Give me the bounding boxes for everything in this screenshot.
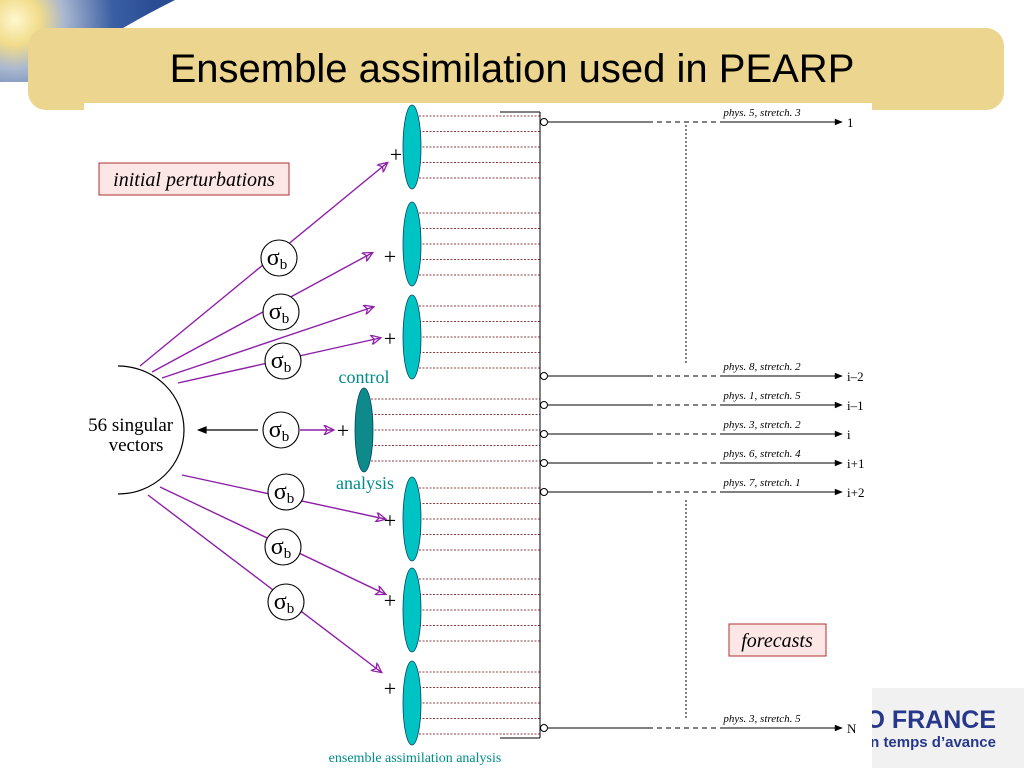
sigma-b-label: σb bbox=[269, 417, 289, 445]
member-index-label: N bbox=[847, 721, 857, 736]
plus-sign: + bbox=[384, 244, 396, 269]
sigma-circle bbox=[267, 583, 305, 621]
sigma-b-label: σb bbox=[271, 348, 291, 376]
sigma-circle bbox=[262, 411, 300, 449]
perturbed-ellipse bbox=[402, 201, 422, 287]
perturbed-ellipse bbox=[402, 104, 422, 190]
plus-sign: + bbox=[384, 676, 396, 701]
member-node bbox=[540, 372, 548, 380]
sigma-circle bbox=[264, 342, 302, 380]
member-node bbox=[540, 459, 548, 467]
control-label: control bbox=[339, 367, 390, 387]
member-node bbox=[540, 401, 548, 409]
initial-perturbations-label: initial perturbations bbox=[113, 169, 275, 191]
logo-main-text: O FRANCE bbox=[865, 706, 996, 734]
member-index-label: 1 bbox=[847, 115, 854, 130]
hatch-lines bbox=[364, 115, 540, 735]
perturbed-ellipse bbox=[402, 476, 422, 562]
member-index-label: i+1 bbox=[847, 456, 864, 471]
member-node bbox=[540, 118, 548, 126]
member-physics-label: phys. 8, stretch. 2 bbox=[722, 361, 801, 373]
member-physics-label: phys. 3, stretch. 5 bbox=[722, 713, 801, 725]
member-index-label: i–2 bbox=[847, 369, 864, 384]
slide-title: Ensemble assimilation used in PEARP bbox=[169, 47, 855, 91]
perturbation-arrow bbox=[161, 307, 373, 379]
member-physics-label: phys. 3, stretch. 2 bbox=[722, 419, 801, 431]
member-physics-label: phys. 1, stretch. 5 bbox=[722, 390, 801, 402]
plus-sign: + bbox=[384, 326, 396, 351]
member-node bbox=[540, 430, 548, 438]
sigma-b-label: σb bbox=[274, 589, 294, 617]
sigma-nodes: σb σb σb σb σb σb σb bbox=[260, 239, 305, 621]
title-band bbox=[28, 28, 1004, 110]
meteo-france-logo: O FRANCE n temps d’avance bbox=[865, 706, 996, 752]
sigma-circle bbox=[267, 473, 305, 511]
plus-sign: + bbox=[390, 142, 402, 167]
bottom-caption: ensemble assimilation analysis bbox=[329, 751, 502, 766]
sigma-circle bbox=[264, 528, 302, 566]
plus-sign: + bbox=[384, 588, 396, 613]
member-index-label: i bbox=[847, 427, 851, 442]
diagram-panel bbox=[84, 103, 872, 768]
member-physics-label: phys. 7, stretch. 1 bbox=[722, 477, 800, 489]
perturbed-ellipse bbox=[402, 567, 422, 653]
forecasts-box bbox=[728, 623, 827, 657]
logo-background bbox=[870, 688, 1024, 768]
perturbed-ellipse bbox=[402, 294, 422, 380]
logo-tagline: n temps d’avance bbox=[870, 734, 996, 751]
plus-sign: + bbox=[384, 508, 396, 533]
singular-vectors-label: 56 singular vectors bbox=[88, 415, 178, 456]
plus-sign: + bbox=[337, 418, 349, 443]
member-physics-label: phys. 5, stretch. 3 bbox=[722, 107, 801, 119]
member-index-label: i–1 bbox=[847, 398, 864, 413]
member-index-label: i+2 bbox=[847, 485, 864, 500]
member-physics-label: phys. 6, stretch. 4 bbox=[722, 448, 801, 460]
analysis-ellipses bbox=[354, 104, 422, 746]
plus-signs: + + + + + + + bbox=[337, 142, 402, 701]
ensemble-members: phys. 5, stretch. 3 1 phys. 8, stretch. 2 i… bbox=[540, 107, 864, 736]
forecasts-label: forecasts bbox=[741, 630, 813, 652]
sigma-b-label: σb bbox=[274, 479, 294, 507]
initial-perturbations-box bbox=[98, 162, 290, 196]
sigma-circle bbox=[260, 239, 298, 277]
sigma-b-label: σb bbox=[271, 534, 291, 562]
perturbation-arrow bbox=[151, 253, 372, 373]
singular-vectors-shape bbox=[117, 365, 185, 495]
perturbation-arrow bbox=[147, 494, 381, 672]
member-node bbox=[540, 724, 548, 732]
member-node bbox=[540, 488, 548, 496]
sigma-b-label: σb bbox=[267, 245, 287, 273]
control-ellipse bbox=[354, 387, 374, 473]
sigma-circle bbox=[262, 293, 300, 331]
perturbed-ellipse bbox=[402, 660, 422, 746]
analysis-label: analysis bbox=[336, 473, 394, 493]
sigma-b-label: σb bbox=[269, 299, 289, 327]
